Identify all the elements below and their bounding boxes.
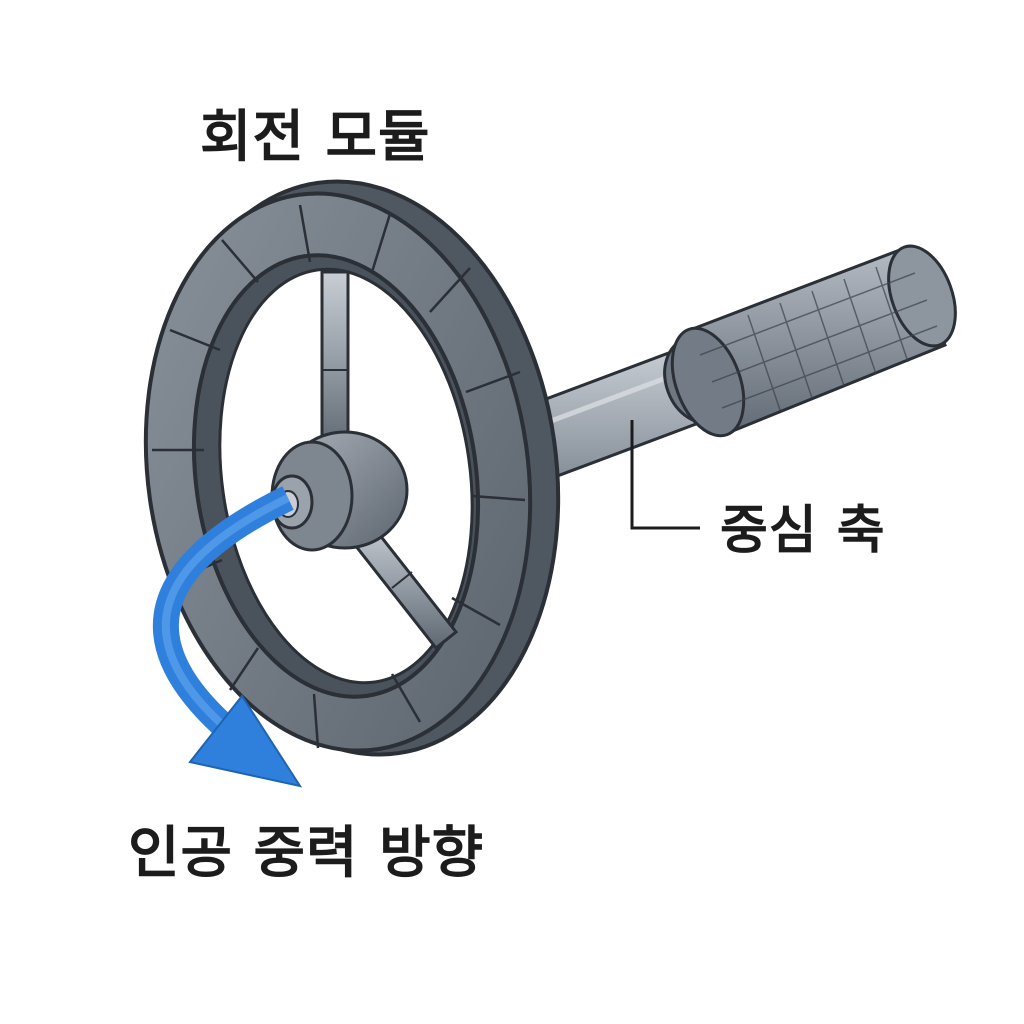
central-axis-label: 중심 축 xyxy=(720,501,886,561)
axis-end-cylinder xyxy=(670,244,957,438)
rotating-module-label: 회전 모듈 xyxy=(200,105,431,170)
gravity-direction-label: 인공 중력 방향 xyxy=(128,821,485,886)
curved-arrow-icon xyxy=(152,486,303,788)
ring-spokes xyxy=(320,270,459,651)
ring-hub xyxy=(270,430,409,552)
axis-leader-line xyxy=(630,420,700,530)
